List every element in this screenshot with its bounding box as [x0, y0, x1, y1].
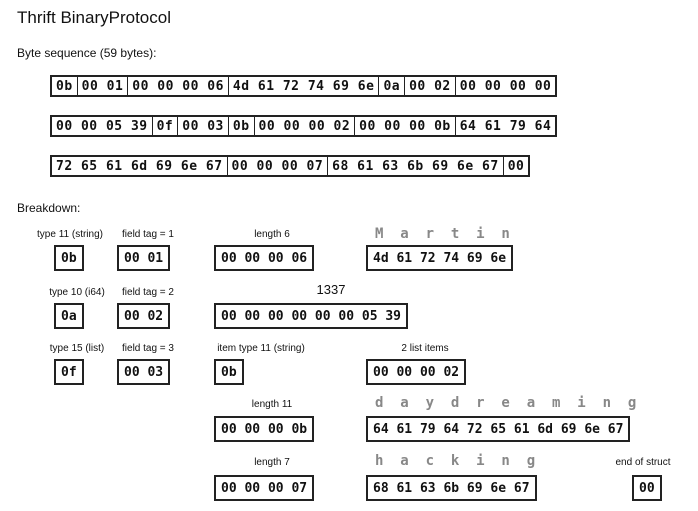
byte-group: 00 00 00 07 — [228, 157, 329, 175]
item2-chars: h a c k i n g — [375, 453, 536, 469]
byte-group: 00 00 05 39 — [52, 117, 153, 135]
field1-tag-bytes: 00 01 — [117, 245, 171, 271]
field3-tag-bytes: 00 03 — [117, 359, 171, 385]
sequence-label: Byte sequence (59 bytes): — [17, 46, 157, 60]
byte-group: 4d 61 72 74 69 6e — [229, 77, 380, 95]
byte-group: 72 65 61 6d 69 6e 67 — [52, 157, 228, 175]
item2-bytes: 68 61 63 6b 69 6e 67 — [366, 475, 537, 501]
list-count-bytes: 00 00 00 02 — [366, 359, 467, 385]
byte-row-1: 0b 00 01 00 00 00 06 4d 61 72 74 69 6e 0… — [50, 75, 558, 97]
breakdown-label: Breakdown: — [17, 201, 81, 215]
field3-type-label: type 15 (list) — [49, 343, 105, 354]
field1-value-chars: M a r t i n — [375, 226, 510, 242]
end-of-struct-byte: 00 — [632, 475, 662, 501]
field2-value-label: 1337 — [316, 282, 346, 297]
item-type-byte: 0b — [214, 359, 244, 385]
byte-row-2: 00 00 05 39 0f 00 03 0b 00 00 00 02 00 0… — [50, 115, 558, 137]
item2-length-label: length 7 — [254, 457, 290, 468]
list-count-label: 2 list items — [401, 343, 449, 354]
byte-group: 0b — [229, 117, 255, 135]
field1-tag-label: field tag = 1 — [122, 229, 174, 240]
item1-bytes: 64 61 79 64 72 65 61 6d 69 6e 67 — [366, 416, 631, 442]
field1-length-bytes: 00 00 00 06 — [214, 245, 315, 271]
byte-row-3: 72 65 61 6d 69 6e 67 00 00 00 07 68 61 6… — [50, 155, 531, 177]
field2-tag-bytes: 00 02 — [117, 303, 171, 329]
byte-group: 00 — [507, 158, 525, 174]
item1-chars: d a y d r e a m i n g — [375, 395, 637, 411]
end-of-struct-label: end of struct — [615, 457, 671, 468]
byte-group: 00 00 00 02 — [255, 117, 356, 135]
item1-length-bytes: 00 00 00 0b — [214, 416, 315, 442]
field2-value-bytes: 00 00 00 00 00 00 05 39 — [214, 303, 409, 329]
byte-group: 68 61 63 6b 69 6e 67 — [328, 157, 504, 175]
byte-group: 00 01 — [78, 77, 129, 95]
field3-tag-label: field tag = 3 — [122, 343, 174, 354]
item2-length-bytes: 00 00 00 07 — [214, 475, 315, 501]
item1-length-label: length 11 — [251, 399, 293, 410]
item-type-label: item type 11 (string) — [217, 343, 305, 354]
byte-group: 00 00 00 06 — [128, 77, 229, 95]
field1-value-bytes: 4d 61 72 74 69 6e — [366, 245, 514, 271]
byte-group: 00 00 00 00 — [459, 78, 552, 94]
field2-type-byte: 0a — [54, 303, 84, 329]
field3-type-byte: 0f — [54, 359, 84, 385]
byte-group: 00 03 — [178, 117, 229, 135]
byte-group: 0b — [52, 77, 78, 95]
byte-group: 64 61 79 64 — [459, 118, 552, 134]
field2-tag-label: field tag = 2 — [122, 287, 174, 298]
field1-length-label: length 6 — [254, 229, 290, 240]
field2-type-label: type 10 (i64) — [49, 287, 105, 298]
byte-group: 00 00 00 0b — [355, 117, 456, 135]
field1-type-label: type 11 (string) — [37, 229, 103, 240]
byte-group: 00 02 — [405, 77, 456, 95]
byte-group: 0a — [379, 77, 406, 95]
page-title: Thrift BinaryProtocol — [17, 8, 171, 27]
byte-group: 0f — [153, 117, 179, 135]
field1-type-byte: 0b — [54, 245, 84, 271]
